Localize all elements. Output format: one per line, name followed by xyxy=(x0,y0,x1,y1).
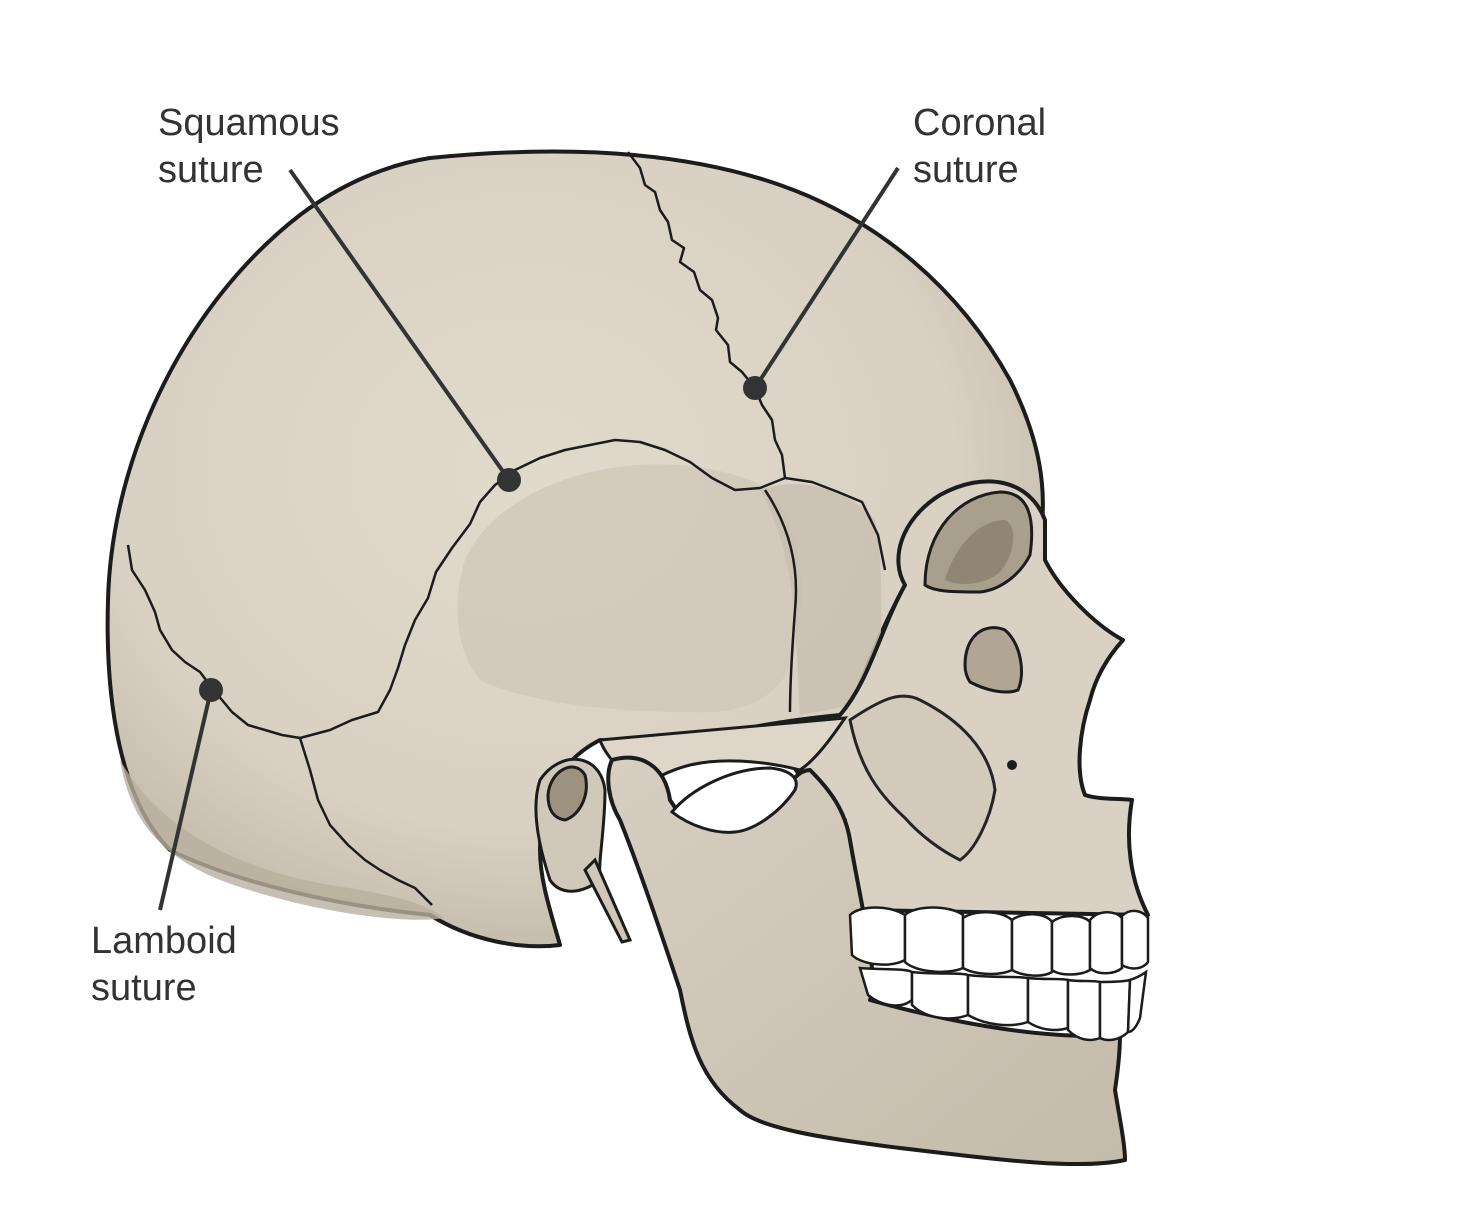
upper-teeth xyxy=(848,906,1150,977)
temporal-fossa xyxy=(457,464,802,713)
lamboid-suture-line xyxy=(126,544,301,740)
coronal-marker xyxy=(743,376,767,400)
mandibular-notch xyxy=(669,766,798,834)
lower-teeth xyxy=(858,966,1148,1042)
zygomatic-bone xyxy=(848,694,997,862)
lamboid-suture-label: Lamboid suture xyxy=(91,918,237,1012)
lamboid-label-line1: Lamboid xyxy=(91,920,237,962)
coronal-suture-line xyxy=(627,151,787,479)
coronal-label-line1: Coronal xyxy=(913,102,1047,144)
suture-lines xyxy=(126,151,887,906)
coronal-suture-label: Coronal suture xyxy=(913,100,1046,194)
lamboid-marker xyxy=(199,678,223,702)
nasal-cavity xyxy=(963,626,1024,694)
occipitomastoid-suture-line xyxy=(298,737,433,906)
coronal-label-line2: suture xyxy=(913,149,1019,191)
styloid-process xyxy=(583,857,633,944)
external-acoustic-meatus xyxy=(546,765,588,822)
infraorbital-foramen xyxy=(1007,760,1017,770)
lamboid-leader-line xyxy=(158,689,213,911)
coronal-leader-line xyxy=(753,166,900,390)
leader-dots xyxy=(199,376,767,702)
orbit-depth xyxy=(945,520,1014,584)
occipital-shadow xyxy=(120,760,445,920)
squamous-marker xyxy=(497,468,521,492)
squamous-label-line2: suture xyxy=(158,149,264,191)
squamous-leader-line xyxy=(288,168,511,482)
sphenosquamous-suture-line xyxy=(763,489,798,713)
lamboid-label-line2: suture xyxy=(91,967,197,1009)
leader-lines xyxy=(158,166,900,911)
squamous-suture-label: Squamous suture xyxy=(158,100,340,194)
squamous-suture-line xyxy=(299,438,887,740)
squamous-label-line1: Squamous xyxy=(158,102,340,144)
